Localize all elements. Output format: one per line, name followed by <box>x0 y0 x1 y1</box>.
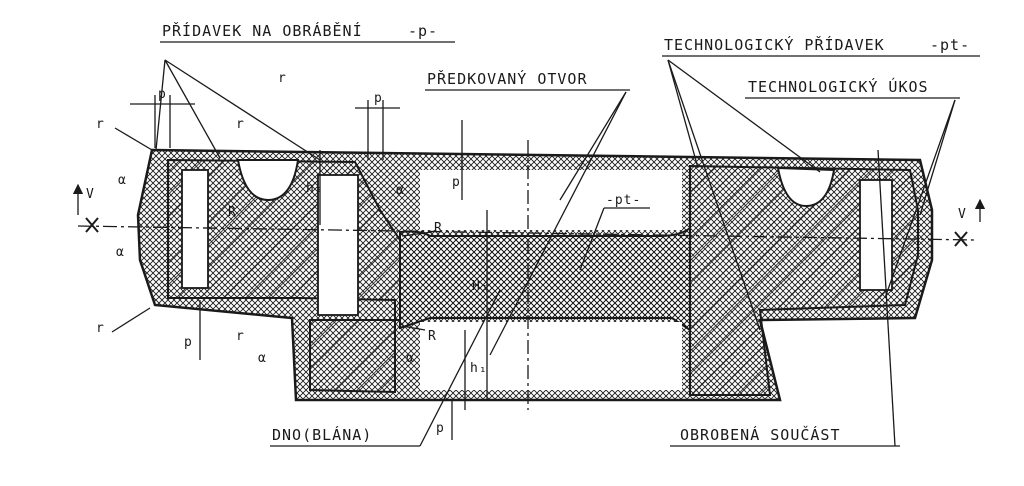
label-pridavek-obrabeni: PŘÍDAVEK NA OBRÁBĚNÍ <box>162 21 363 40</box>
leader-R-low <box>401 325 426 331</box>
sym-r-top-left: r <box>96 117 105 132</box>
leader-R-mid <box>401 231 433 237</box>
sym-h1: h₁ <box>470 361 488 376</box>
left-bore-void <box>317 174 359 316</box>
right-groove <box>776 166 836 208</box>
sym-p-top-left: p <box>158 87 167 102</box>
right-axis-cross <box>954 231 968 247</box>
right-inner-void <box>859 179 893 291</box>
label-obrobena-soucast: OBROBENÁ SOUČÁST <box>680 425 841 444</box>
label-pt-mid: -pt- <box>606 193 641 208</box>
predrilled-hole-lower <box>420 322 682 390</box>
sym-p-bottom-mid: p <box>436 421 445 436</box>
leader-r-bottom <box>111 307 151 333</box>
label-technologicky-pridavek-sym: -pt- <box>930 36 970 54</box>
left-inner-void <box>181 169 209 289</box>
predrilled-hole-upper <box>420 170 682 230</box>
sym-alpha-left-1: α <box>118 173 127 188</box>
sym-R-low: R <box>428 329 437 344</box>
sym-V-left: V <box>86 187 95 202</box>
left-axis-cross <box>85 217 99 233</box>
sym-alpha-mid-1: α <box>396 183 405 198</box>
leader-ukos-2 <box>884 99 956 299</box>
sym-p-top-mid: p <box>374 91 383 106</box>
label-pridavek-obrabeni-sym: -p- <box>408 22 438 40</box>
sym-alpha-mid-2: α <box>406 351 415 366</box>
leader-obrabeni-3 <box>164 59 321 161</box>
sym-alpha-left-2: α <box>116 245 125 260</box>
leader-obrabeni-2 <box>164 59 221 159</box>
leader-obrobena <box>877 149 896 447</box>
sym-r-top-mid: r <box>278 71 287 86</box>
leader-pt <box>579 207 605 271</box>
leader-otvor-1 <box>559 91 627 201</box>
label-predkovany-otvor: PŘEDKOVANÝ OTVOR <box>427 69 588 88</box>
leader-obrabeni-1 <box>155 59 166 151</box>
leader-tech-1 <box>667 59 699 169</box>
sym-R-left: R <box>228 205 237 220</box>
leader-r-top <box>114 127 153 151</box>
sym-alpha-bottom: α <box>258 351 267 366</box>
leader-tech-3 <box>667 59 761 331</box>
left-groove <box>236 159 300 202</box>
sym-h2: h₂ <box>306 181 324 196</box>
sym-r-bottom-mid: r <box>236 329 245 344</box>
sym-r-bottom-left: r <box>96 321 105 336</box>
label-dno: DNO(BLÁNA) <box>272 425 372 444</box>
sym-R-mid: R <box>434 221 443 236</box>
leader-tech-2 <box>667 59 821 173</box>
sym-p-vertical: p <box>452 175 461 190</box>
sym-V-right: V <box>958 207 967 222</box>
label-technologicky-ukos: TECHNOLOGICKÝ ÚKOS <box>748 77 929 96</box>
sym-p-bottom-left: p <box>184 335 193 350</box>
leader-otvor-2 <box>489 91 627 356</box>
leader-ukos-1 <box>919 99 956 216</box>
sym-H1: H₁ <box>472 279 490 294</box>
label-technologicky-pridavek: TECHNOLOGICKÝ PŘÍDAVEK <box>664 35 885 54</box>
membrane-web <box>399 225 691 332</box>
sym-r-left: r <box>236 117 245 132</box>
